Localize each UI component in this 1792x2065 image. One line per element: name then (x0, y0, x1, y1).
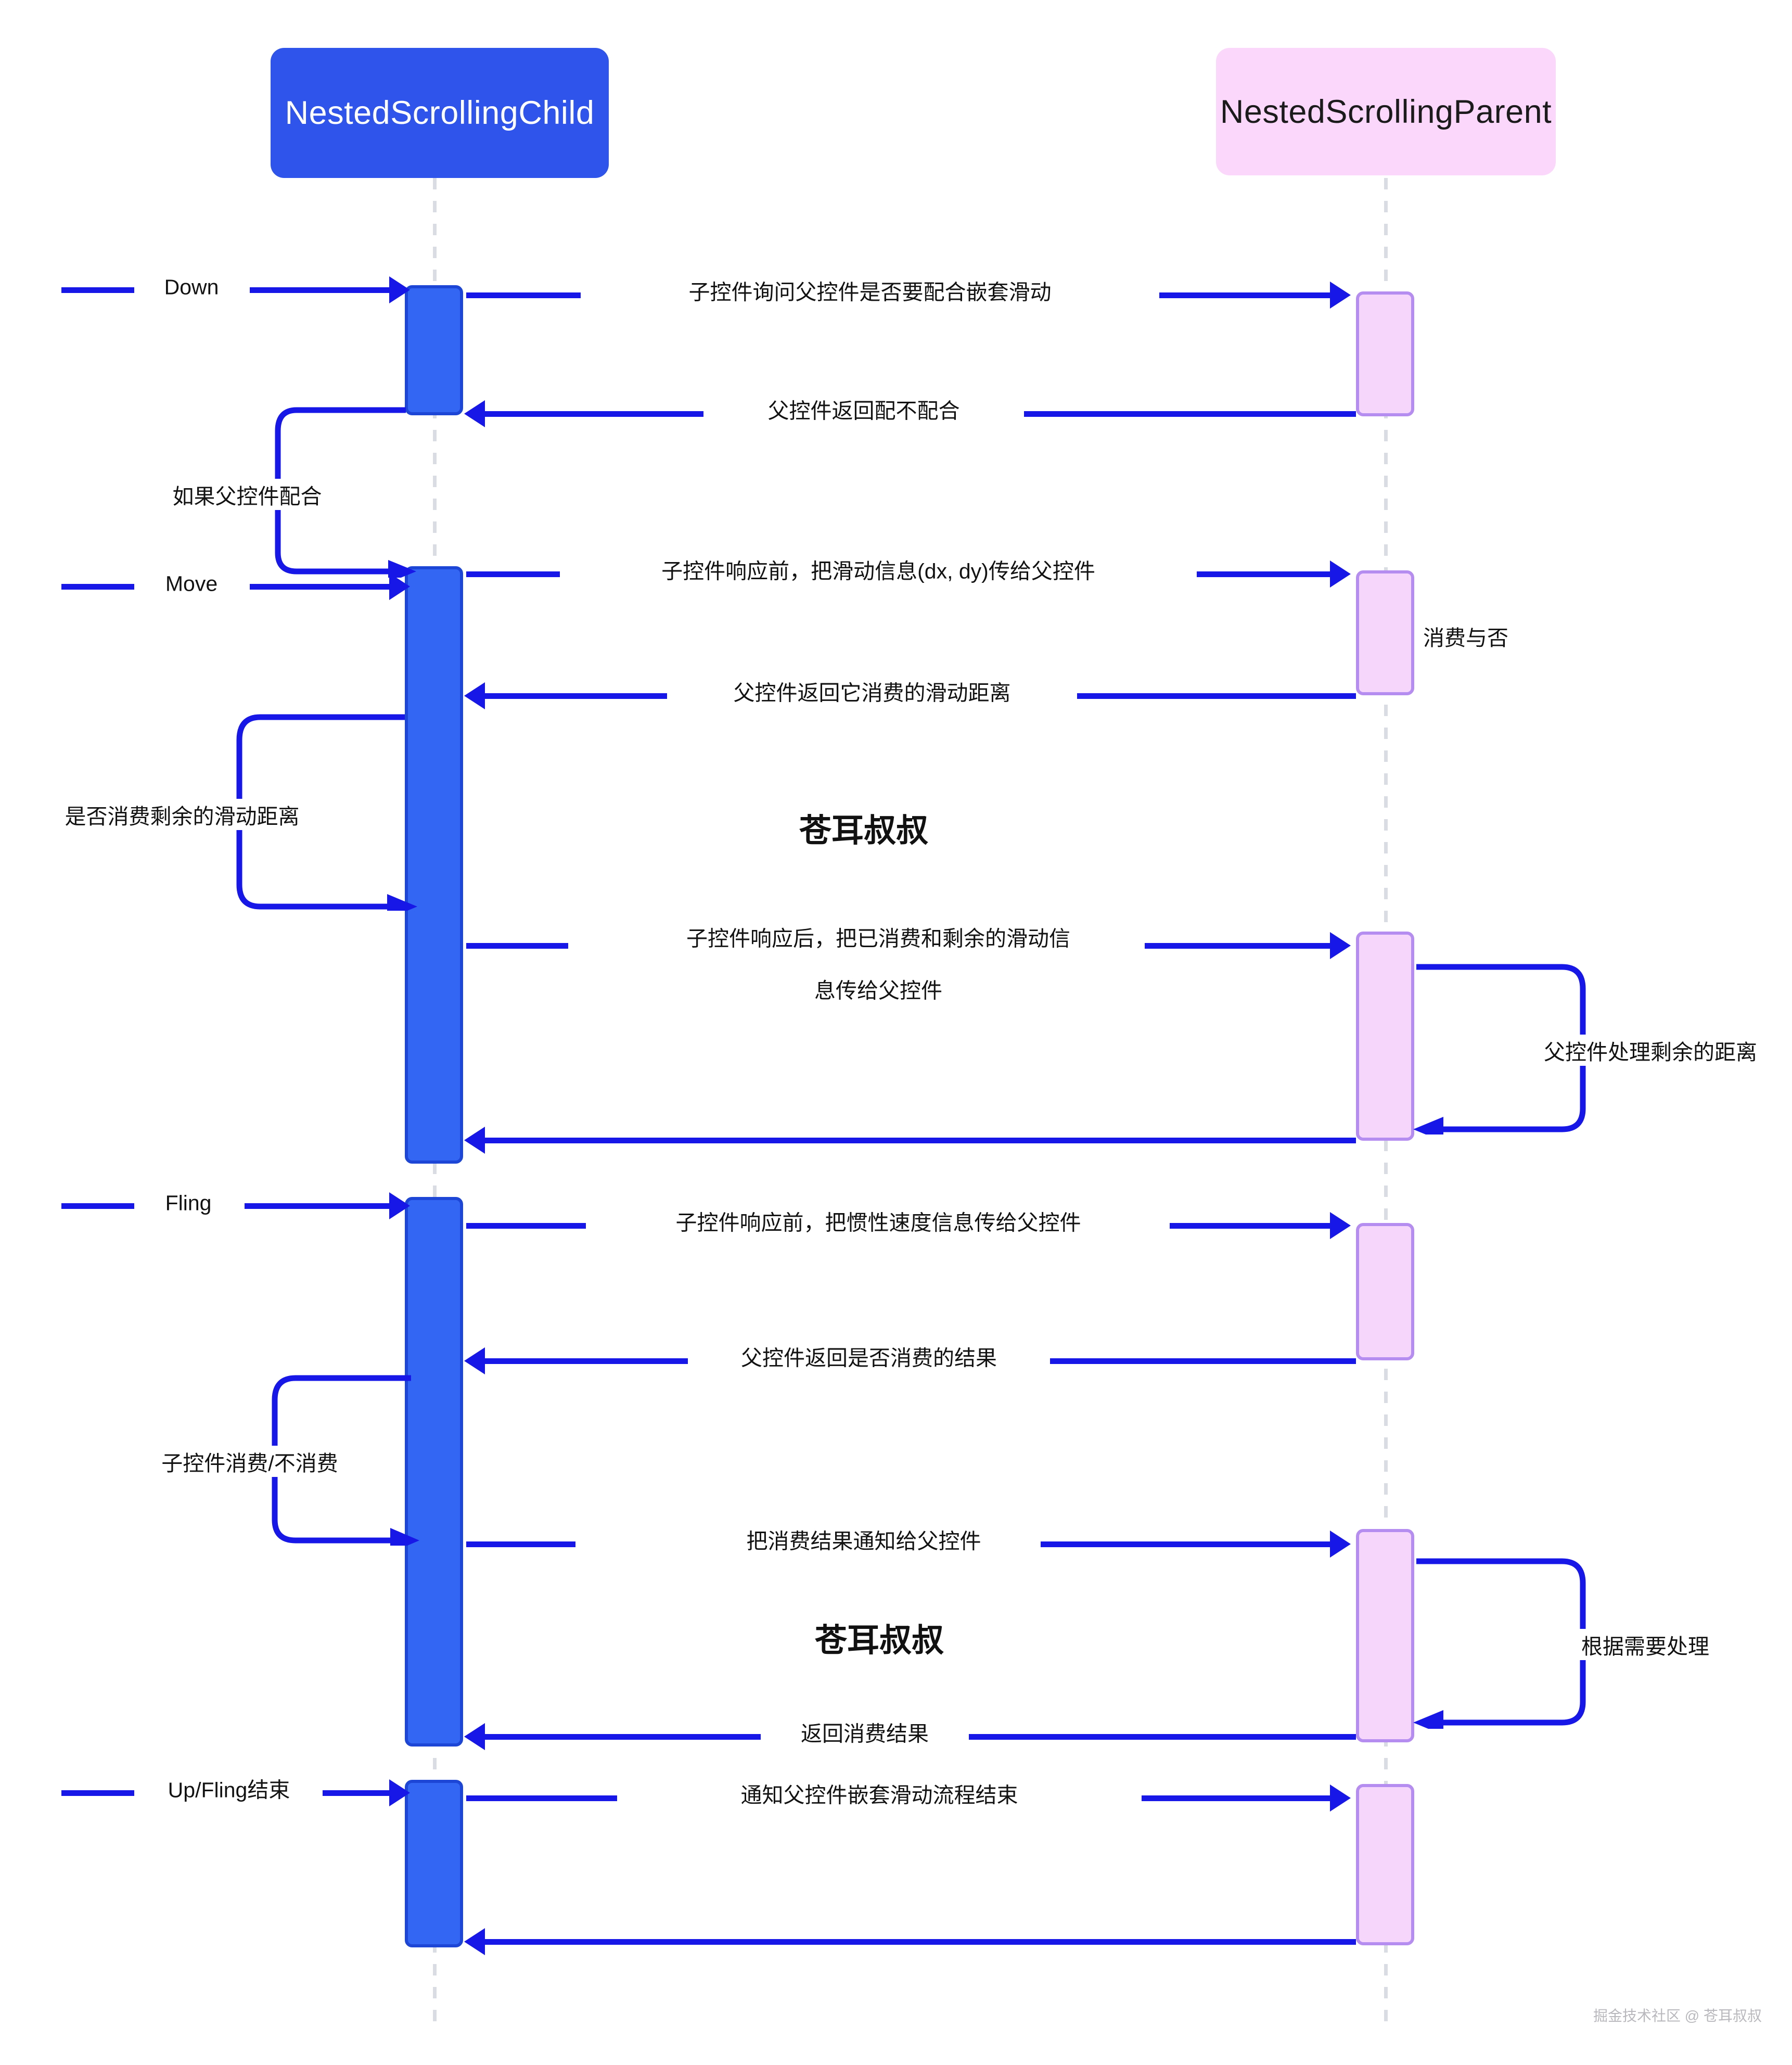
activation-parent-scroll (1356, 932, 1414, 1141)
event-up-stub (61, 1790, 134, 1796)
m7-shaft-left (466, 1223, 586, 1229)
event-move-arrowhead (389, 573, 410, 600)
m5-shaft-left (466, 943, 568, 949)
m8-label: 父控件返回是否消费的结果 (733, 1343, 1005, 1374)
actor-parent-label: NestedScrollingParent (1220, 93, 1552, 130)
event-down-label: Down (156, 272, 227, 303)
m2-label: 父控件返回配不配合 (759, 396, 968, 427)
actor-child-label: NestedScrollingChild (285, 95, 595, 131)
activation-child-fling (405, 1197, 463, 1747)
m6-arrowhead (464, 1127, 485, 1154)
m3-shaft-right (1197, 571, 1337, 577)
m10-shaft-right (969, 1734, 1356, 1740)
watermark-center-bottom: 苍耳叔叔 (814, 1623, 944, 1659)
selfloop-handle-as-needed: 根据需要处理 (1411, 1557, 1714, 1735)
m2-arrowhead (464, 400, 485, 427)
m4-shaft-left (485, 693, 667, 699)
selfloop-child-consume-or-not: 子控件消费/不消费 (156, 1374, 432, 1553)
m1-shaft-right (1159, 292, 1337, 298)
m1-arrowhead (1330, 282, 1351, 309)
m10-arrowhead (464, 1723, 485, 1750)
activation-parent-fling (1356, 1529, 1414, 1742)
m11-shaft-right (1142, 1795, 1336, 1801)
m12-shaft (485, 1939, 1356, 1945)
m7-shaft-right (1170, 1223, 1336, 1229)
m1-label: 子控件询问父控件是否要配合嵌套滑动 (680, 277, 1060, 308)
actor-nested-scrolling-child[interactable]: NestedScrollingChild (271, 48, 609, 178)
s2-label: 是否消费剩余的滑动距离 (59, 799, 305, 830)
m7-arrowhead (1330, 1212, 1351, 1239)
watermark-corner-credit: 掘金技术社区 @ 苍耳叔叔 (1593, 2008, 1762, 2024)
activation-parent-prescroll (1356, 570, 1414, 695)
m11-label: 通知父控件嵌套滑动流程结束 (732, 1780, 1027, 1811)
event-move-stub (61, 584, 134, 590)
m1-shaft-left (466, 292, 581, 298)
activation-parent-stop (1356, 1784, 1414, 1945)
m9-arrowhead (1330, 1531, 1351, 1558)
m5-label-line1: 子控件响应后，把已消费和剩余的滑动信 (678, 923, 1079, 954)
event-fling-stub (61, 1203, 134, 1209)
event-fling-arrowhead (389, 1192, 410, 1219)
event-move-shaft (250, 584, 395, 590)
selfloop-parent-handle-remaining: 父控件处理剩余的距离 (1411, 963, 1762, 1142)
m9-shaft-right (1041, 1541, 1336, 1547)
m2-shaft-right (1024, 411, 1356, 417)
event-up-shaft (323, 1790, 395, 1796)
m11-shaft-left (466, 1795, 617, 1801)
m10-label: 返回消费结果 (792, 1718, 937, 1750)
m8-shaft-right (1050, 1358, 1356, 1364)
activation-parent-down (1356, 291, 1414, 416)
activation-parent-prefling (1356, 1223, 1414, 1360)
event-down-shaft (250, 287, 395, 293)
event-fling-label: Fling (157, 1188, 220, 1219)
selfloop-consume-remaining: 是否消费剩余的滑动距离 (59, 713, 432, 919)
m5-label-line2: 息传给父控件 (806, 975, 951, 1006)
m2-shaft-left (485, 411, 703, 417)
note-consume-or-not: 消费与否 (1423, 626, 1508, 650)
s4-label: 子控件消费/不消费 (156, 1446, 343, 1477)
m3-label: 子控件响应前，把滑动信息(dx, dy)传给父控件 (653, 556, 1104, 587)
m9-label: 把消费结果通知给父控件 (738, 1526, 990, 1557)
m8-arrowhead (464, 1347, 485, 1374)
event-down-stub (61, 287, 134, 293)
activation-child-up (405, 1780, 463, 1947)
event-up-label: Up/Fling结束 (159, 1775, 299, 1806)
m11-arrowhead (1330, 1784, 1351, 1812)
activation-child-move (405, 566, 463, 1164)
s1-label: 如果父控件配合 (167, 479, 327, 510)
selfloop-if-parent-cooperates: 如果父控件配合 (167, 406, 421, 583)
m4-shaft-right (1077, 693, 1356, 699)
watermark-center-top: 苍耳叔叔 (799, 813, 929, 849)
m12-arrowhead (464, 1928, 485, 1955)
event-move-label: Move (157, 568, 226, 600)
m3-arrowhead (1330, 560, 1351, 588)
m5-arrowhead (1330, 932, 1351, 959)
event-down-arrowhead (389, 276, 410, 303)
event-up-arrowhead (389, 1779, 410, 1806)
activation-child-down (405, 285, 463, 415)
m10-shaft-left (485, 1734, 761, 1740)
actor-nested-scrolling-parent[interactable]: NestedScrollingParent (1216, 48, 1556, 175)
m3-shaft-left (466, 571, 560, 577)
s5-label: 根据需要处理 (1576, 1629, 1714, 1660)
event-fling-shaft (245, 1203, 395, 1209)
s3-label: 父控件处理剩余的距离 (1539, 1035, 1762, 1066)
m7-label: 子控件响应前，把惯性速度信息传给父控件 (667, 1207, 1090, 1239)
m6-shaft (485, 1138, 1356, 1143)
m4-arrowhead (464, 682, 485, 709)
m9-shaft-left (466, 1541, 575, 1547)
m4-label: 父控件返回它消费的滑动距离 (725, 678, 1019, 709)
m8-shaft-left (485, 1358, 688, 1364)
m5-shaft-right (1145, 943, 1336, 949)
